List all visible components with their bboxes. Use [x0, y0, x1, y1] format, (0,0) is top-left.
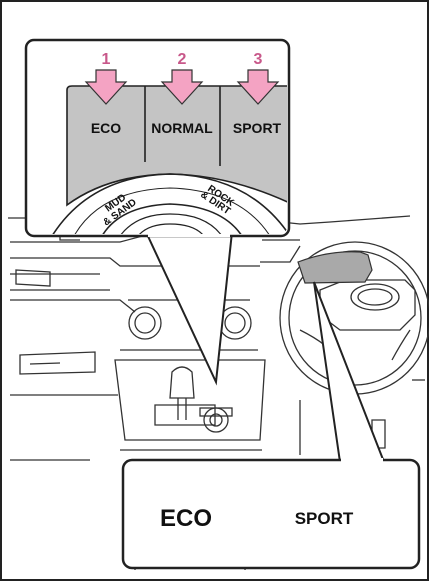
cluster-sport-indicator: SPORT — [295, 509, 354, 528]
mode-label-normal: NORMAL — [151, 120, 213, 136]
mode-number-1: 1 — [102, 51, 111, 68]
mode-label-eco: ECO — [91, 120, 121, 136]
mode-label-sport: SPORT — [233, 120, 282, 136]
mode-number-2: 2 — [178, 51, 187, 68]
mode-number-3: 3 — [254, 51, 263, 68]
cluster-eco-indicator: ECO — [160, 505, 212, 532]
